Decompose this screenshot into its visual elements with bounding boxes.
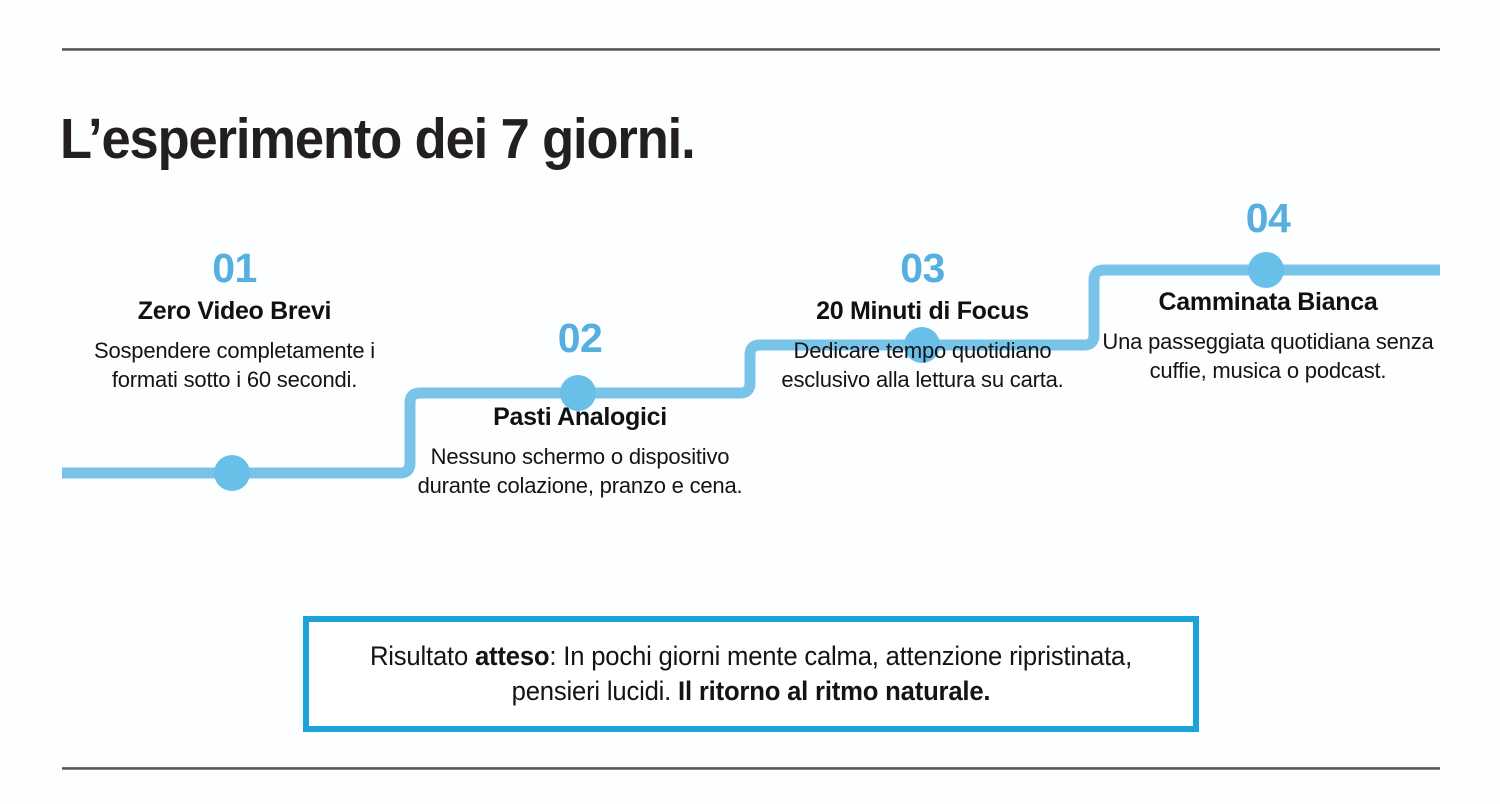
step-title-01: Zero Video Brevi <box>137 297 332 325</box>
step-description-03: Dedicare tempo quotidiano esclusivo alla… <box>781 338 1064 392</box>
page-title: L’esperimento dei 7 giorni. <box>60 107 696 172</box>
step-number-04: 04 <box>1245 195 1291 241</box>
result-body: : In pochi giorni mente calma, attenzion… <box>511 641 1133 706</box>
step-title-02: Pasti Analogici <box>493 403 667 431</box>
step-number-03: 03 <box>900 245 945 291</box>
top-divider-rule <box>62 48 1440 51</box>
result-callout-box: Risultato atteso: In pochi giorni mente … <box>303 616 1199 732</box>
bottom-divider-rule <box>62 767 1440 770</box>
timeline-dot-01 <box>214 455 250 491</box>
step-description-01: Sospendere completamente i formati sotto… <box>94 338 375 392</box>
result-lead-bold: atteso <box>474 641 550 671</box>
result-emphasis: Il ritorno al ritmo naturale. <box>678 676 991 706</box>
result-callout-text: Risultato atteso: In pochi giorni mente … <box>331 639 1171 709</box>
step-number-01: 01 <box>212 245 257 291</box>
step-description-04: Una passeggiata quotidiana senza cuffie,… <box>1102 329 1434 383</box>
step-description-02: Nessuno schermo o dispositivo durante co… <box>417 444 743 498</box>
result-lead-normal: Risultato <box>369 641 475 671</box>
step-number-02: 02 <box>557 315 603 361</box>
timeline-step-01[interactable]: 01 Zero Video Brevi Sospendere completam… <box>62 246 407 394</box>
timeline-step-03[interactable]: 03 20 Minuti di Focus Dedicare tempo quo… <box>750 246 1095 394</box>
timeline-step-02[interactable]: 02 Pasti Analogici Nessuno schermo o dis… <box>410 316 750 500</box>
timeline-step-04[interactable]: 04 Camminata Bianca Una passeggiata quot… <box>1096 196 1440 385</box>
step-title-04: Camminata Bianca <box>1158 288 1378 316</box>
step-title-03: 20 Minuti di Focus <box>816 297 1029 325</box>
